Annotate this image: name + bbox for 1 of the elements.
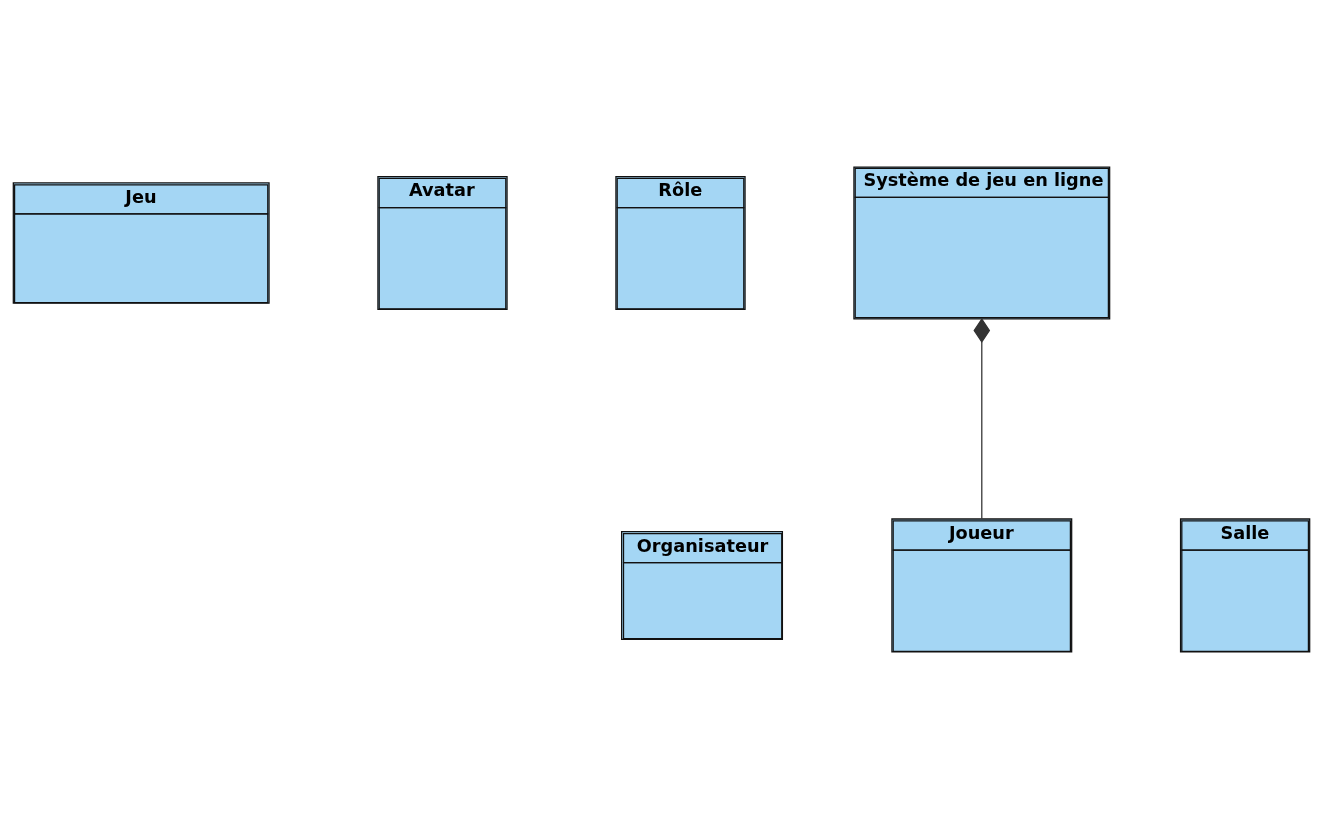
connector xyxy=(973,317,991,520)
